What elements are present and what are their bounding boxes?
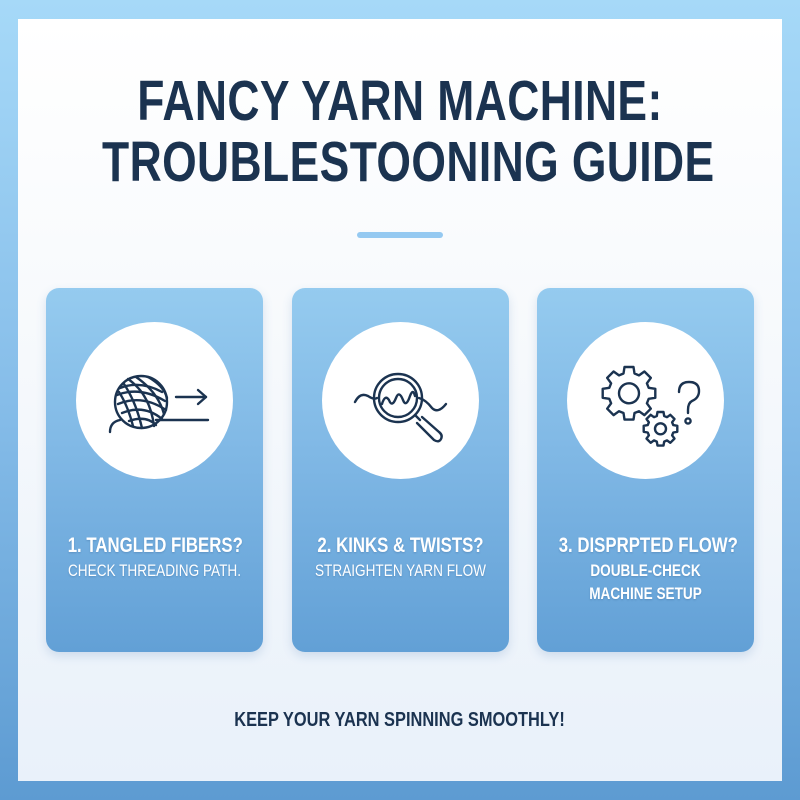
card-kinks-twists: 2. KINKS & TWISTS? STRAIGHTEN YARN FLOW [292, 288, 509, 652]
card-disrupted-flow: 3. DISPRPTED FLOW? DOUBLE-CHECK MACHINE … [537, 288, 754, 652]
card-subtext-line-2: MACHINE SETUP [589, 584, 702, 603]
card-heading: 3. DISPRPTED FLOW? [558, 534, 738, 557]
card-subtext-line-1: DOUBLE-CHECK [590, 561, 701, 580]
title-divider [357, 232, 443, 238]
icon-circle [76, 322, 233, 479]
footer-tagline: KEEP YOUR YARN SPINNING SMOOTHLY! [18, 707, 782, 733]
icon-circle [322, 322, 479, 479]
card-heading: 2. KINKS & TWISTS? [317, 534, 484, 557]
title-line-2: TROUBLESTOONING GUIDE [102, 130, 715, 194]
card-text: 1. TANGLED FIBERS? CHECK THREADING PATH. [46, 532, 263, 582]
card-subtext: CHECK THREADING PATH. [67, 561, 242, 580]
card-tangled-fibers: 1. TANGLED FIBERS? CHECK THREADING PATH. [46, 288, 263, 652]
footer-text: KEEP YOUR YARN SPINNING SMOOTHLY! [234, 709, 566, 731]
guide-panel: FANCY YARN MACHINE: TROUBLESTOONING GUID… [18, 19, 782, 781]
gears-question-icon [601, 365, 701, 447]
title-line-1: FANCY YARN MACHINE: [137, 69, 663, 133]
card-text: 2. KINKS & TWISTS? STRAIGHTEN YARN FLOW [292, 532, 509, 582]
magnifier-wavy-yarn-icon [353, 372, 448, 443]
page-title: FANCY YARN MACHINE: TROUBLESTOONING GUID… [18, 71, 782, 193]
yarn-ball-arrow-icon [108, 374, 210, 434]
card-text: 3. DISPRPTED FLOW? DOUBLE-CHECK MACHINE … [537, 532, 754, 605]
card-heading: 1. TANGLED FIBERS? [67, 534, 243, 557]
card-subtext: STRAIGHTEN YARN FLOW [314, 561, 487, 580]
icon-circle [567, 322, 724, 479]
